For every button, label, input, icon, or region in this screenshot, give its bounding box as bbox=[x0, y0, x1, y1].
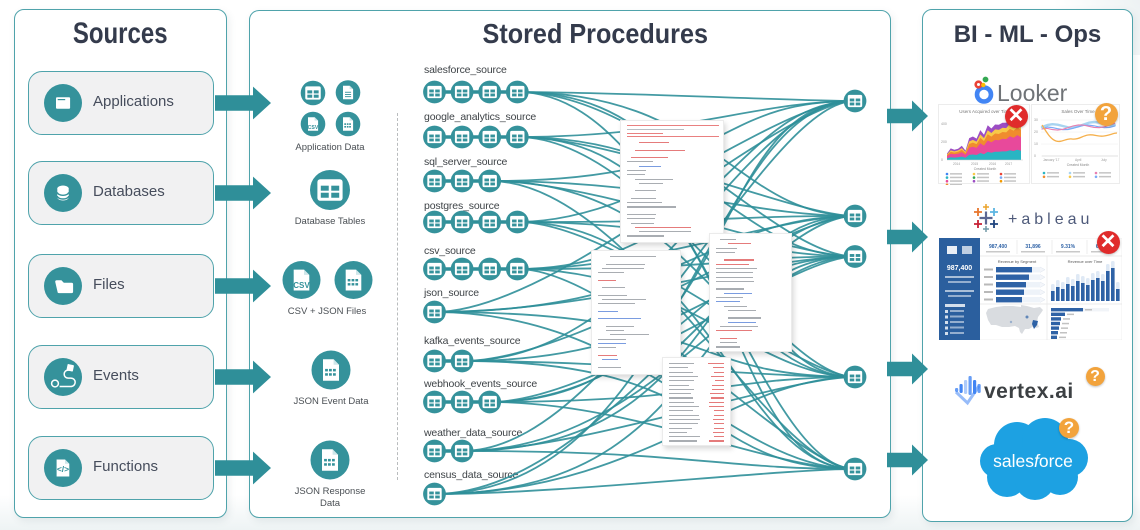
svg-text:Revenue by Segment: Revenue by Segment bbox=[998, 259, 1037, 264]
svg-text:Revenue over Time: Revenue over Time bbox=[1068, 259, 1103, 264]
svg-text:January '17: January '17 bbox=[1043, 158, 1060, 162]
svg-text:July: July bbox=[1101, 158, 1107, 162]
svg-text:31,896: 31,896 bbox=[1025, 244, 1041, 250]
svg-text:10: 10 bbox=[1034, 142, 1038, 146]
svg-text:CSV: CSV bbox=[308, 125, 319, 131]
svg-text:vertex.ai: vertex.ai bbox=[984, 380, 1074, 403]
svg-text:200: 200 bbox=[941, 140, 947, 144]
svg-text:0: 0 bbox=[1034, 154, 1036, 158]
svg-text:Looker: Looker bbox=[997, 80, 1068, 106]
svg-text:</>: </> bbox=[57, 464, 69, 474]
svg-text:Created Month: Created Month bbox=[974, 167, 997, 171]
svg-text:2016: 2016 bbox=[989, 162, 996, 166]
svg-text:9.31%: 9.31% bbox=[1061, 244, 1076, 250]
svg-text:30: 30 bbox=[1034, 118, 1038, 122]
svg-text:April: April bbox=[1075, 158, 1082, 162]
svg-text:400: 400 bbox=[941, 122, 947, 126]
svg-text:+ableau: +ableau bbox=[1008, 211, 1093, 228]
svg-text:987,400: 987,400 bbox=[989, 244, 1007, 250]
svg-text:2015: 2015 bbox=[971, 162, 978, 166]
svg-text:2014: 2014 bbox=[953, 162, 960, 166]
svg-text:Sales Over Time: Sales Over Time bbox=[1061, 109, 1095, 114]
svg-text:Created Month: Created Month bbox=[1067, 163, 1090, 167]
svg-text:CSV: CSV bbox=[293, 281, 310, 290]
svg-text:987,400: 987,400 bbox=[947, 265, 972, 272]
svg-text:salesforce: salesforce bbox=[993, 451, 1073, 471]
svg-text:20: 20 bbox=[1034, 130, 1038, 134]
svg-text:Users Acquired over Time: Users Acquired over Time bbox=[959, 109, 1011, 114]
svg-text:2017: 2017 bbox=[1005, 162, 1012, 166]
svg-text:0: 0 bbox=[941, 158, 943, 162]
